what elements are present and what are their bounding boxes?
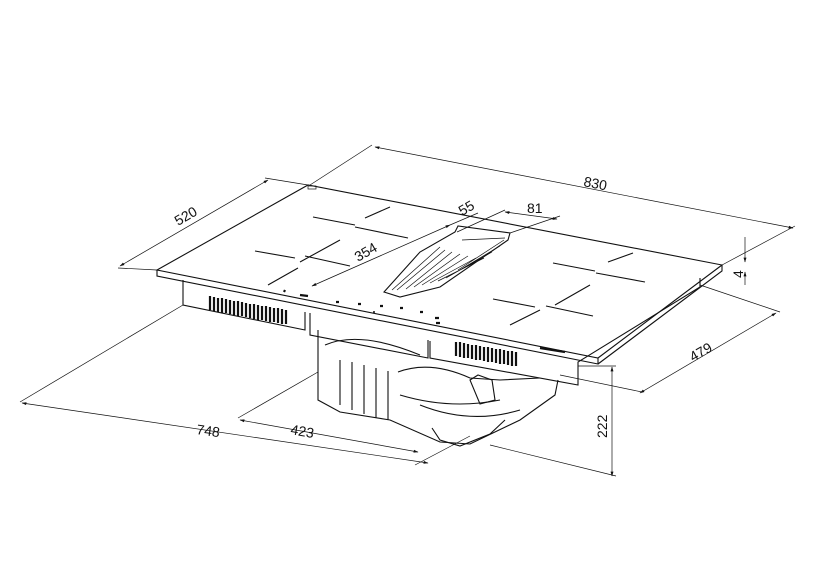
dim-installation-height: 222 <box>594 414 610 438</box>
dim-overall-depth: 520 <box>172 203 200 229</box>
dim-extractor-width: 423 <box>289 421 315 441</box>
dim-overall-width: 830 <box>582 173 608 193</box>
glass-top <box>155 184 724 365</box>
brand-logo <box>307 185 317 190</box>
touch-controls <box>283 289 440 325</box>
dim-vent-length: 354 <box>352 239 380 265</box>
dim-cutout-depth: 479 <box>687 339 715 365</box>
dim-vent-offset: 55 <box>456 197 478 219</box>
hob-housing <box>182 278 701 386</box>
dim-vent-width: 81 <box>527 200 543 216</box>
dim-glass-thickness: 4 <box>730 270 746 278</box>
extractor-motor-unit <box>317 330 559 447</box>
dimension-lines <box>19 144 796 477</box>
brand-label <box>539 346 566 354</box>
cooking-zones-right <box>492 252 646 326</box>
cooking-zones-left <box>254 206 409 286</box>
dim-cutout-width: 748 <box>196 421 222 440</box>
